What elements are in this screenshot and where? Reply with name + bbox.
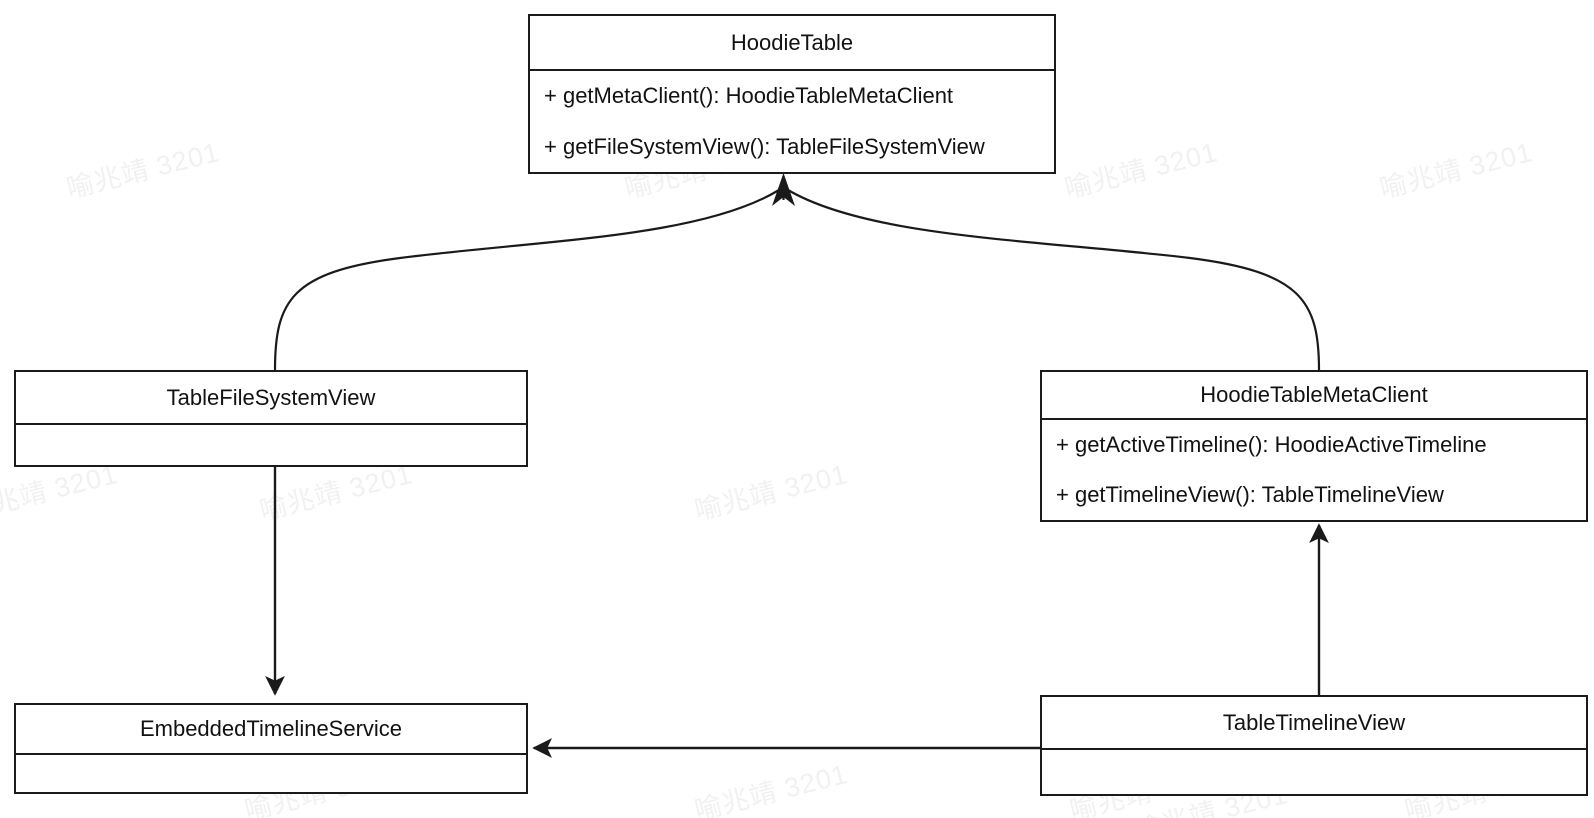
edge-arrowhead-into-hoodietable [772,173,795,206]
watermark-text: 喻兆靖 3201 [691,458,851,526]
class-box-hoodie-table[interactable]: HoodieTable + getMetaClient(): HoodieTab… [528,14,1056,174]
edge-htmc-to-hoodietable [787,189,1321,371]
class-members-hoodie-table: + getMetaClient(): HoodieTableMetaClient… [530,71,1054,172]
class-box-table-file-system-view[interactable]: TableFileSystemView [14,370,528,467]
class-member: + getFileSystemView(): TableFileSystemVi… [544,133,985,159]
class-members-table-timeline-view [1042,750,1586,794]
watermark-text: 喻兆靖 3201 [1376,136,1536,204]
class-member: + getMetaClient(): HoodieTableMetaClient [544,83,954,109]
class-box-table-timeline-view[interactable]: TableTimelineView [1040,695,1588,796]
class-member: + getActiveTimeline(): HoodieActiveTimel… [1056,431,1487,457]
class-box-embedded-timeline-service[interactable]: EmbeddedTimelineService [14,703,528,794]
watermark-text: 喻兆靖 3201 [1061,136,1221,204]
class-members-table-file-system-view [16,425,526,465]
class-name-hoodie-table-meta-client: HoodieTableMetaClient [1042,372,1586,420]
edge-tfsv-to-hoodietable [273,189,780,371]
watermark-text: 喻兆靖 3201 [63,136,223,204]
watermark-text: 喻兆靖 3201 [691,758,851,818]
class-box-hoodie-table-meta-client[interactable]: HoodieTableMetaClient + getActiveTimelin… [1040,370,1588,522]
class-name-hoodie-table: HoodieTable [530,16,1054,71]
class-name-table-timeline-view: TableTimelineView [1042,697,1586,750]
class-members-hoodie-table-meta-client: + getActiveTimeline(): HoodieActiveTimel… [1042,420,1586,520]
class-members-embedded-timeline-service [16,755,526,792]
class-name-embedded-timeline-service: EmbeddedTimelineService [16,705,526,755]
class-name-table-file-system-view: TableFileSystemView [16,372,526,425]
class-member: + getTimelineView(): TableTimelineView [1056,481,1444,507]
